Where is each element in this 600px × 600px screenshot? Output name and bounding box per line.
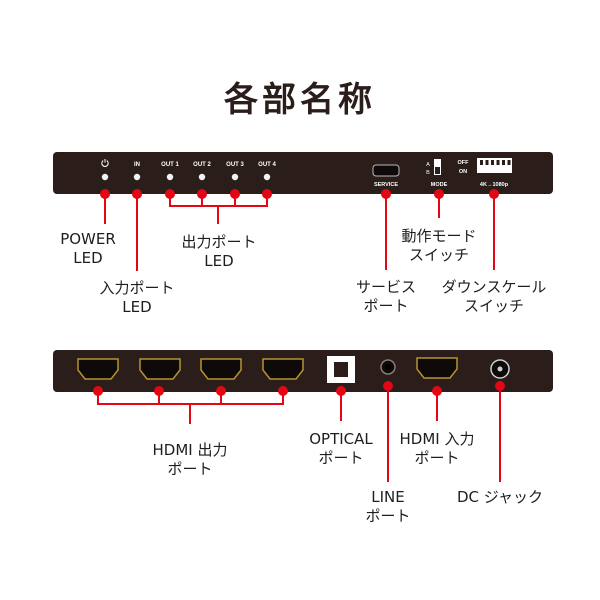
mode-a-label: A <box>426 162 430 168</box>
in-label: IN <box>134 162 140 168</box>
mode-switch-knob <box>435 167 440 174</box>
hdmi-out-port-4 <box>262 358 304 380</box>
mode-switch-label: 動作モードスイッチ <box>401 227 477 264</box>
hdmi-output-port-label: HDMI 出力ポート <box>152 441 228 478</box>
power-led <box>101 173 109 181</box>
mode-label: MODE <box>431 182 448 188</box>
callout-dot <box>495 381 505 391</box>
callout-dot <box>93 386 103 396</box>
callout-dot <box>383 381 393 391</box>
callout-dot <box>278 386 288 396</box>
hdmi-out-port-1 <box>77 358 119 380</box>
output-led-4 <box>263 173 271 181</box>
callout-dot <box>216 386 226 396</box>
out3-label: OUT 3 <box>226 162 244 168</box>
line-port-hole <box>385 364 391 370</box>
hdmi-out-port-2 <box>139 358 181 380</box>
output-led-3 <box>231 173 239 181</box>
rear-callouts <box>97 385 501 482</box>
callout-dot <box>154 386 164 396</box>
rear-panel <box>53 350 553 392</box>
callout-dot <box>262 189 272 199</box>
front-callouts <box>104 193 495 271</box>
callout-dot <box>230 189 240 199</box>
front-panel: IN OUT 1 OUT 2 OUT 3 OUT 4 SERVICE A B M… <box>53 152 553 194</box>
front-callout-dots <box>100 189 499 199</box>
dip-key-6 <box>507 160 511 165</box>
power-icon <box>101 159 109 167</box>
downscale-switch-label: ダウンスケールスイッチ <box>441 278 547 315</box>
out2-label: OUT 2 <box>193 162 211 168</box>
output-led-1 <box>166 173 174 181</box>
dc-jack-label: DC ジャック <box>456 488 544 506</box>
service-port-label: サービスポート <box>355 278 416 315</box>
dip-key-5 <box>502 160 505 165</box>
dc-jack-pin <box>497 366 503 372</box>
hdmi-in-port <box>416 357 458 379</box>
callout-dot <box>381 189 391 199</box>
optical-port-inner <box>334 362 348 377</box>
callout-dot <box>100 189 110 199</box>
callout-dot <box>165 189 175 199</box>
dip-key-3 <box>491 160 494 165</box>
dip-key-1 <box>480 160 483 165</box>
front-panel-body <box>53 152 553 194</box>
callout-dot <box>489 189 499 199</box>
rear-callout-dots <box>93 381 505 396</box>
hdmi-input-port-label: HDMI 入力ポート <box>399 430 475 467</box>
output-led-2 <box>198 173 206 181</box>
service-port <box>372 164 400 177</box>
out4-label: OUT 4 <box>258 162 276 168</box>
dip-key-4 <box>496 160 500 165</box>
dip-on-label: ON <box>459 169 467 175</box>
mode-b-label: B <box>426 170 430 176</box>
callout-dot <box>434 189 444 199</box>
service-label: SERVICE <box>374 182 398 188</box>
callout-dot <box>197 189 207 199</box>
dip-off-label: OFF <box>458 160 470 166</box>
callout-dot <box>336 386 346 396</box>
callout-dot <box>432 386 442 396</box>
scaler-label: 4K→1080p <box>480 182 509 188</box>
dip-key-2 <box>485 160 489 165</box>
out1-label: OUT 1 <box>161 162 179 168</box>
input-led <box>133 173 141 181</box>
hdmi-output-ports <box>77 358 304 380</box>
page-title: 各部名称 <box>224 80 376 120</box>
hdmi-out-port-3 <box>200 358 242 380</box>
callout-dot <box>132 189 142 199</box>
